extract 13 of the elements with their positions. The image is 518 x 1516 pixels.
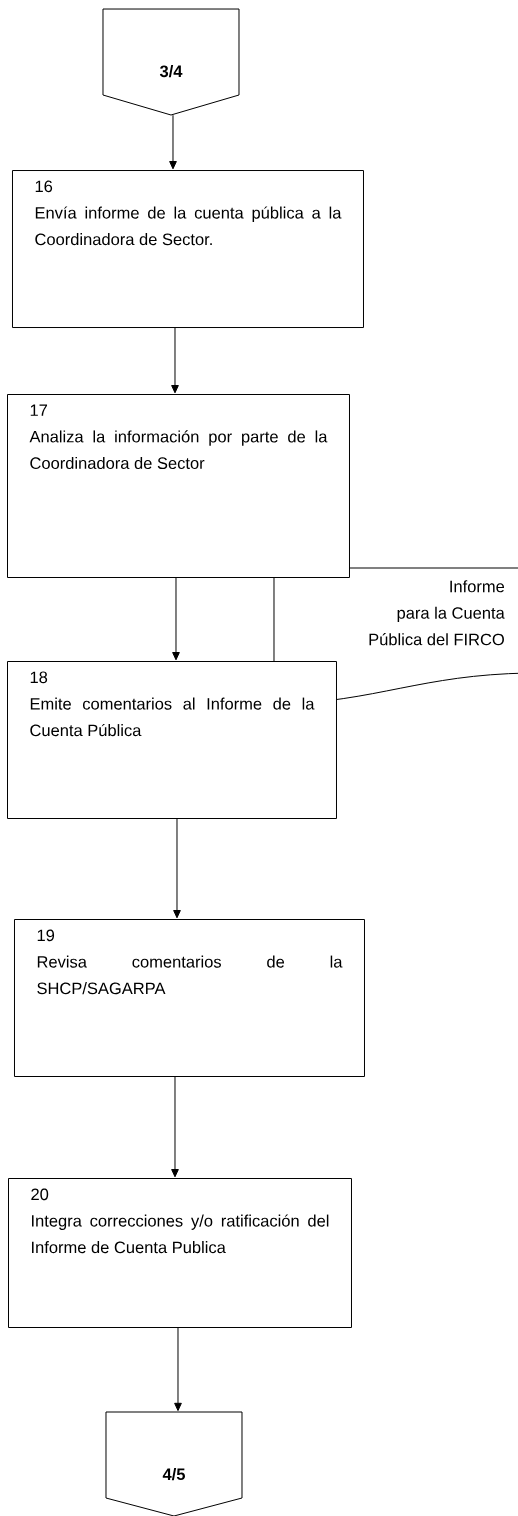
process-box: 19 Revisa comentarios de la SHCP/SAGARPA [14, 919, 365, 1077]
off-page-connector: 4/5 [105, 1411, 243, 1516]
arrow [174, 1327, 182, 1412]
off-page-connector: 3/4 [102, 8, 240, 116]
process-box: 20 Integra correcciones y/o ratificación del Informe de Cuenta Publica [8, 1178, 352, 1328]
arrow [172, 577, 180, 661]
process-box: 16 Envía informe de la cuenta pública a la Coordinadora de Sector. [12, 170, 364, 328]
arrow [173, 818, 181, 919]
arrow [169, 114, 177, 170]
process-box: 17 Analiza la información por parte de la Coordinadora de Sector [7, 394, 350, 578]
process-box: 18 Emite comentarios al Informe de la Cuenta Pública [7, 661, 337, 819]
arrow [171, 1076, 179, 1178]
arrow [171, 327, 179, 394]
